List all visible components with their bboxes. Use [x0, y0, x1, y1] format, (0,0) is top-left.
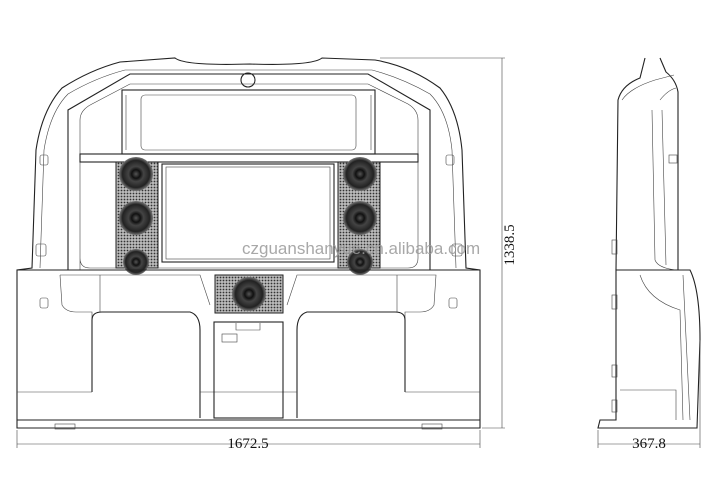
upper-frame: [67, 73, 431, 270]
width-dimension: 1672.5: [16, 430, 481, 452]
coin-slot: [221, 333, 238, 343]
front-view: [16, 57, 481, 430]
speaker-icon: [343, 157, 377, 191]
side-view: [597, 57, 701, 429]
cash-door: [213, 321, 284, 419]
speaker-icon: [343, 201, 377, 235]
speaker-icon: [119, 157, 153, 191]
display-screen: [161, 163, 335, 263]
speaker-icon: [119, 201, 153, 235]
speaker-icon: [347, 249, 373, 275]
speakers: [119, 157, 377, 275]
camera-icon: [240, 72, 256, 88]
width-label: 1672.5: [227, 436, 268, 452]
height-label: 1338.5: [502, 224, 518, 265]
watermark: czguanshanyue.cn.alibaba.com: [242, 239, 480, 258]
depth-label: 367.8: [632, 436, 666, 452]
speaker-icon: [232, 277, 266, 311]
height-dimension: 1338.5: [380, 57, 518, 429]
outer-shell: [16, 57, 481, 429]
depth-dimension: 367.8: [597, 340, 701, 452]
marquee-panel: [121, 89, 376, 155]
speaker-icon: [123, 249, 149, 275]
